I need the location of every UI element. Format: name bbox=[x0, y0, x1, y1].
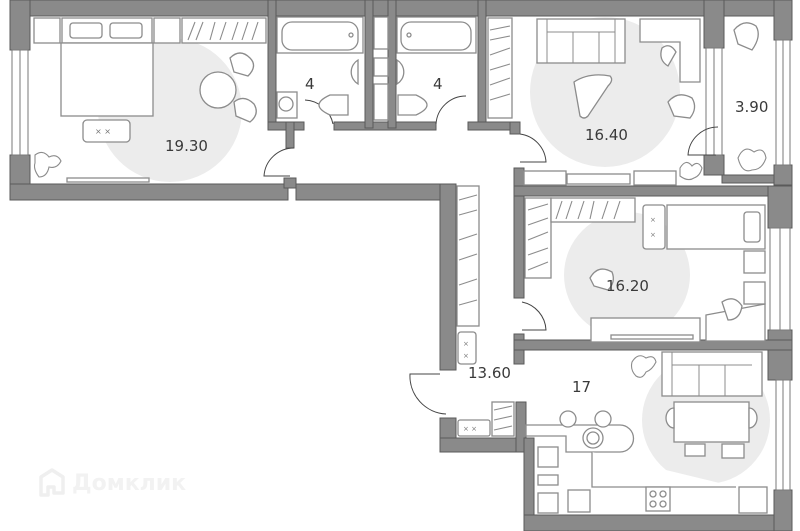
room-area-kitchen: 17 bbox=[572, 378, 591, 396]
svg-text:×: × bbox=[463, 340, 469, 348]
doors bbox=[263, 95, 719, 415]
room-area-bathroom-2: 4 bbox=[433, 75, 443, 93]
room-area-bedroom-1: 19.30 bbox=[165, 137, 208, 155]
house-logo-icon bbox=[39, 468, 65, 497]
hallway-furniture: × × × × 13.60 bbox=[456, 185, 515, 437]
room-area-hallway: 13.60 bbox=[468, 364, 511, 382]
svg-text:×: × bbox=[650, 231, 656, 239]
svg-text:×: × bbox=[650, 216, 656, 224]
svg-text:× ×: × × bbox=[95, 127, 111, 136]
svg-text:×: × bbox=[463, 352, 469, 360]
bedroom-1-furniture: × × bbox=[33, 17, 267, 183]
bedroom-2-furniture: × × 16.20 bbox=[524, 197, 766, 343]
bathroom-1-fixtures: 4 bbox=[276, 16, 364, 119]
room-area-bedroom-2: 16.20 bbox=[606, 277, 649, 295]
room-area-living-room: 16.40 bbox=[585, 126, 628, 144]
walls bbox=[9, 0, 793, 531]
kitchen-furniture: 17 bbox=[525, 351, 768, 514]
watermark: Домклик bbox=[38, 467, 186, 499]
svg-text:× ×: × × bbox=[463, 425, 477, 433]
watermark-brand: Домклик bbox=[72, 470, 187, 496]
bathroom-2-fixtures: 4 bbox=[396, 16, 477, 116]
room-area-balcony: 3.90 bbox=[735, 98, 768, 116]
balcony-furniture: 3.90 bbox=[733, 22, 768, 172]
windows bbox=[11, 39, 791, 491]
room-area-bathroom-1: 4 bbox=[305, 75, 315, 93]
utility-shaft bbox=[373, 16, 389, 121]
living-room-furniture: 16.40 bbox=[487, 17, 703, 186]
